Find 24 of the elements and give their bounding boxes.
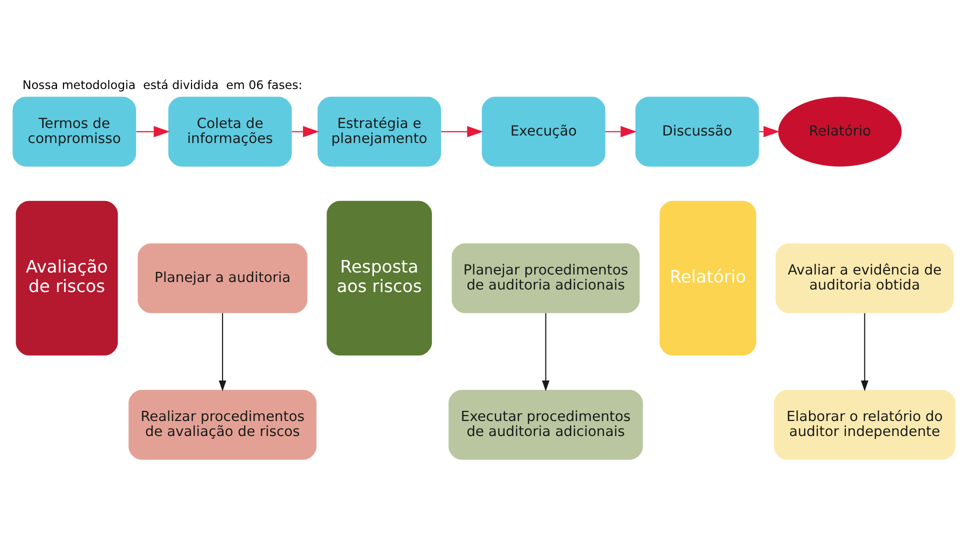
- arrow: [759, 126, 780, 138]
- node-box: Coleta de informações: [168, 96, 292, 167]
- node-box: Resposta aos riscos: [326, 200, 432, 356]
- arrow: [860, 313, 868, 392]
- arrow: [441, 126, 484, 138]
- arrow: [542, 313, 550, 392]
- node-box: Planejar procedimentos de auditoria adicionais: [452, 243, 640, 314]
- node-box: Estratégia e planejamento: [318, 96, 442, 167]
- node-box: Discussão: [635, 96, 759, 167]
- arrow: [292, 126, 320, 138]
- node-box: Planejar a auditoria: [138, 243, 308, 314]
- node-box: Executar procedimentos de auditoria adicionais: [448, 390, 643, 460]
- node-ellipse: Relatório: [778, 96, 902, 167]
- node-box: Realizar procedimentos de avaliação de riscos: [128, 390, 316, 460]
- node-box: Elaborar o relatório do auditor independente: [774, 390, 956, 460]
- node-box: Termos de compromisso: [12, 96, 136, 167]
- node-box: Execução: [482, 96, 606, 167]
- node-box: Avaliação de riscos: [16, 200, 118, 356]
- node-box: Avaliar a evidência de auditoria obtida: [776, 243, 954, 314]
- arrow: [136, 126, 170, 138]
- arrow: [218, 313, 226, 392]
- diagram-title: Nossa metodologia está dividida em 06 fases:: [22, 78, 302, 92]
- node-box: Relatório: [660, 200, 756, 356]
- arrow: [605, 126, 637, 138]
